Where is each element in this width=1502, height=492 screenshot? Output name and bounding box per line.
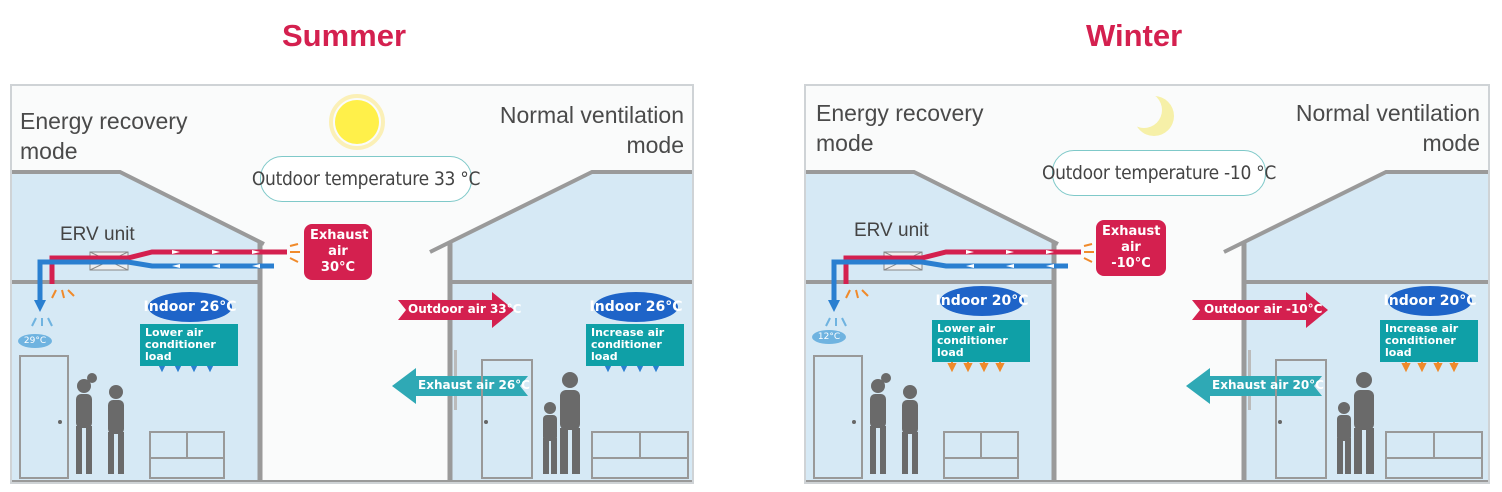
summer-left-door: [19, 355, 69, 479]
summer-right-family-silhouette: [543, 372, 580, 474]
summer-indoor-right: Indoor 26°C: [590, 292, 682, 322]
summer-right-sofa: [591, 431, 689, 479]
winter-right-house-roof: [1223, 170, 1488, 254]
summer-left-family-silhouette: [76, 373, 124, 474]
winter-outdoor-temp: Outdoor temperature -10 °C: [1042, 150, 1276, 196]
summer-right-house-room: [448, 172, 692, 482]
summer-right-door: [481, 359, 533, 479]
summer-left-sofa: [149, 431, 225, 479]
winter-exhaust-duct: [843, 249, 1081, 284]
winter-exhaust-air-label: Exhaust air 20°C: [1212, 378, 1324, 392]
winter-outdoor-air-arrow: [1192, 292, 1328, 328]
summer-indoor-left: Indoor 26°C: [144, 292, 236, 322]
winter-title: Winter: [1086, 18, 1183, 53]
winter-erv-label: ERV unit: [854, 220, 929, 241]
winter-supply-duct: [831, 259, 1068, 304]
summer-supply-duct: [37, 259, 274, 304]
winter-left-house-roof: [806, 170, 1059, 246]
winter-right-sofa: [1385, 431, 1483, 479]
sun-icon: [335, 100, 379, 144]
summer-outdoor-air-label: Outdoor air 33°C: [408, 302, 522, 316]
winter-right-door: [1275, 359, 1327, 479]
winter-indoor-right: Indoor 20°C: [1384, 286, 1476, 316]
winter-left-door: [813, 355, 863, 479]
winter-diagram: [806, 92, 1488, 482]
summer-exhaust-air-label: Exhaust air 26°C: [418, 378, 530, 392]
summer-diagram: [12, 94, 692, 482]
winter-left-sofa: [943, 431, 1019, 479]
summer-title: Summer: [282, 18, 407, 53]
winter-left-family-silhouette: [870, 373, 918, 474]
summer-supply-temp: 29°C: [18, 334, 52, 348]
winter-indoor-left: Indoor 20°C: [936, 286, 1028, 316]
winter-exhaust-air-arrow: [1186, 368, 1322, 404]
winter-right-house-room: [1242, 172, 1488, 482]
moon-icon: [1126, 92, 1174, 136]
summer-outdoor-temp: Outdoor temperature 33 °C: [252, 156, 480, 202]
summer-exhaust-air-arrow: [392, 368, 528, 404]
winter-right-family-silhouette: [1337, 372, 1374, 474]
winter-supply-temp: 12°C: [812, 330, 846, 344]
summer-exhaust-duct: [49, 249, 287, 284]
summer-right-house-roof: [429, 170, 692, 254]
summer-left-house-roof: [12, 170, 265, 246]
winter-outdoor-air-label: Outdoor air -10°C: [1204, 302, 1323, 316]
summer-outdoor-air-arrow: [398, 292, 514, 328]
summer-erv-label: ERV unit: [60, 224, 135, 245]
winter-exhaust-tag: Exhaust air-10°C: [1096, 220, 1166, 276]
